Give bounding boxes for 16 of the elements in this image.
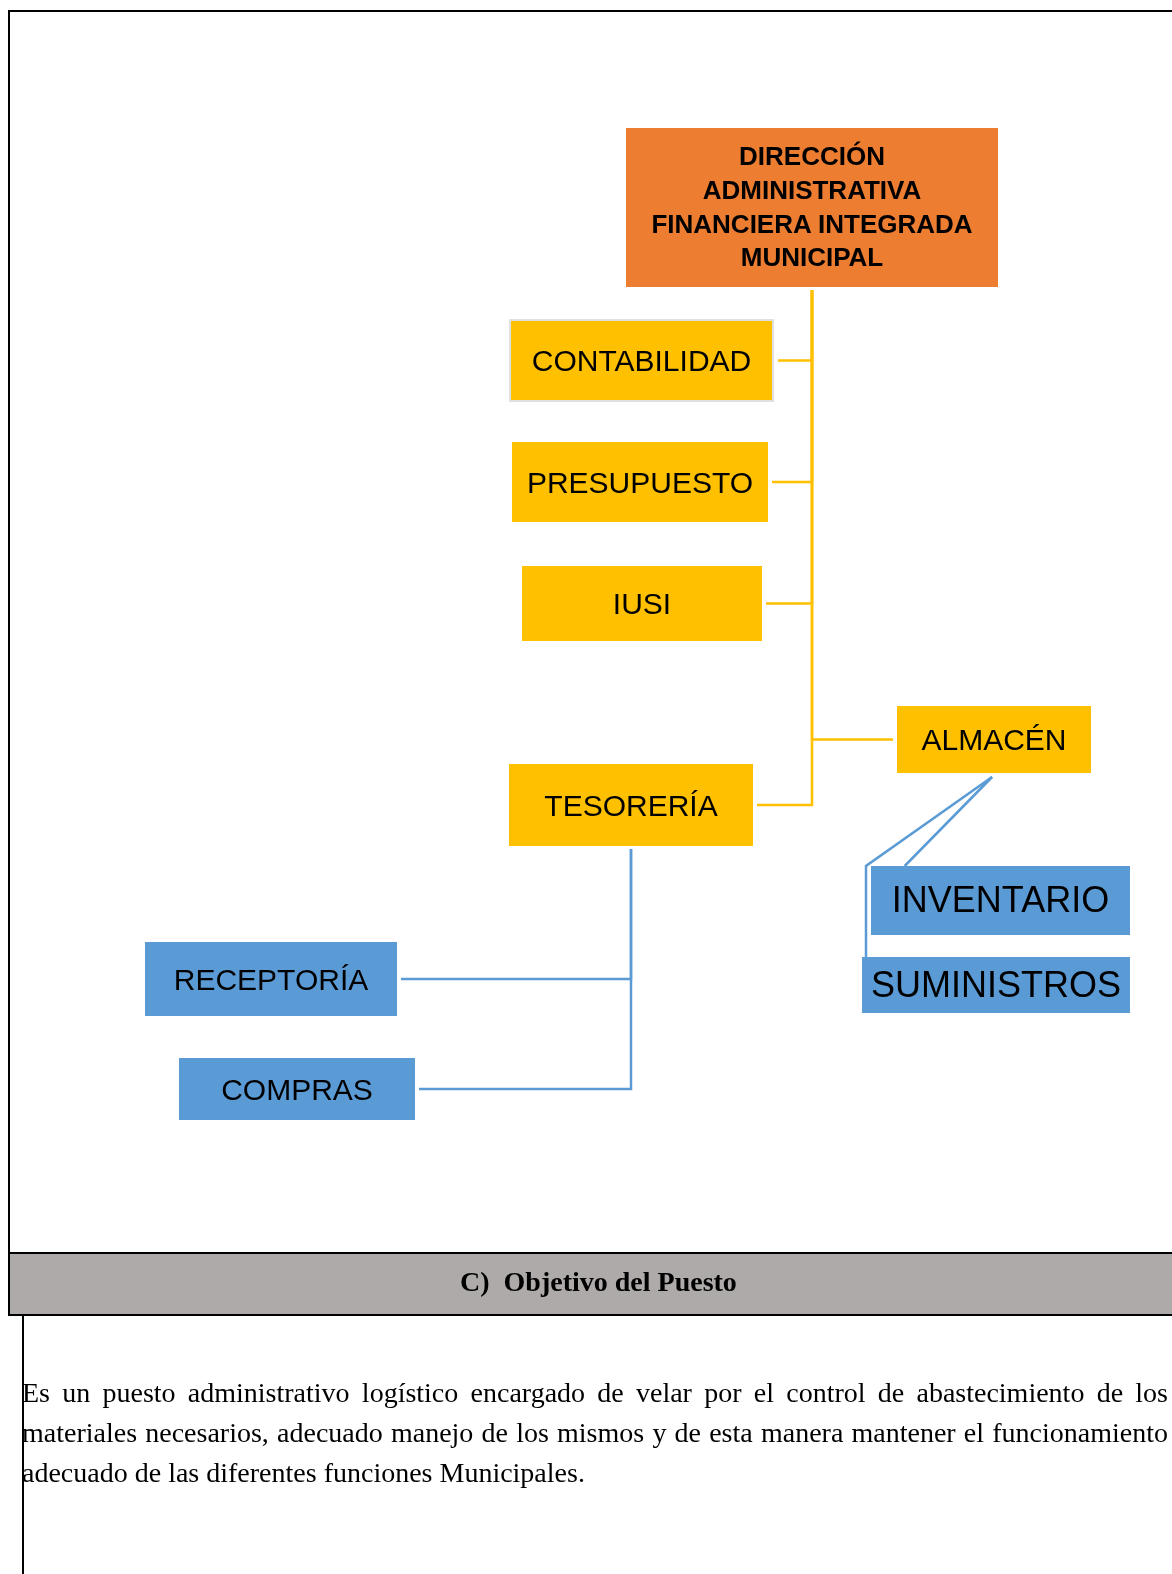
org-box: INVENTARIO [871,866,1130,935]
org-box: CONTABILIDAD [509,319,774,402]
connector-line [757,290,814,807]
section-heading: C) Objetivo del Puesto [460,1266,737,1298]
connector-line [419,849,633,1091]
connector-line [864,776,993,957]
org-box: TESORERÍA [509,764,753,846]
org-box: COMPRAS [179,1058,415,1120]
objective-paragraph: Es un puesto administrativo logístico encargado de velar por el control de abastecimiento de los materiales necesarios, adecuado manejo de los mismos y de esta manera mantener el funcionamiento adecuado de las diferentes funciones Municipales. [22,1376,1168,1490]
org-box: RECEPTORÍA [145,942,397,1016]
org-box: SUMINISTROS [862,957,1130,1013]
connector-line [903,776,993,867]
org-box: ALMACÉN [897,706,1091,773]
org-box: DIRECCIÓN ADMINISTRATIVA FINANCIERA INTEGRADA MUNICIPAL [626,128,998,287]
org-box: PRESUPUESTO [512,442,768,522]
org-box: IUSI [522,566,762,641]
